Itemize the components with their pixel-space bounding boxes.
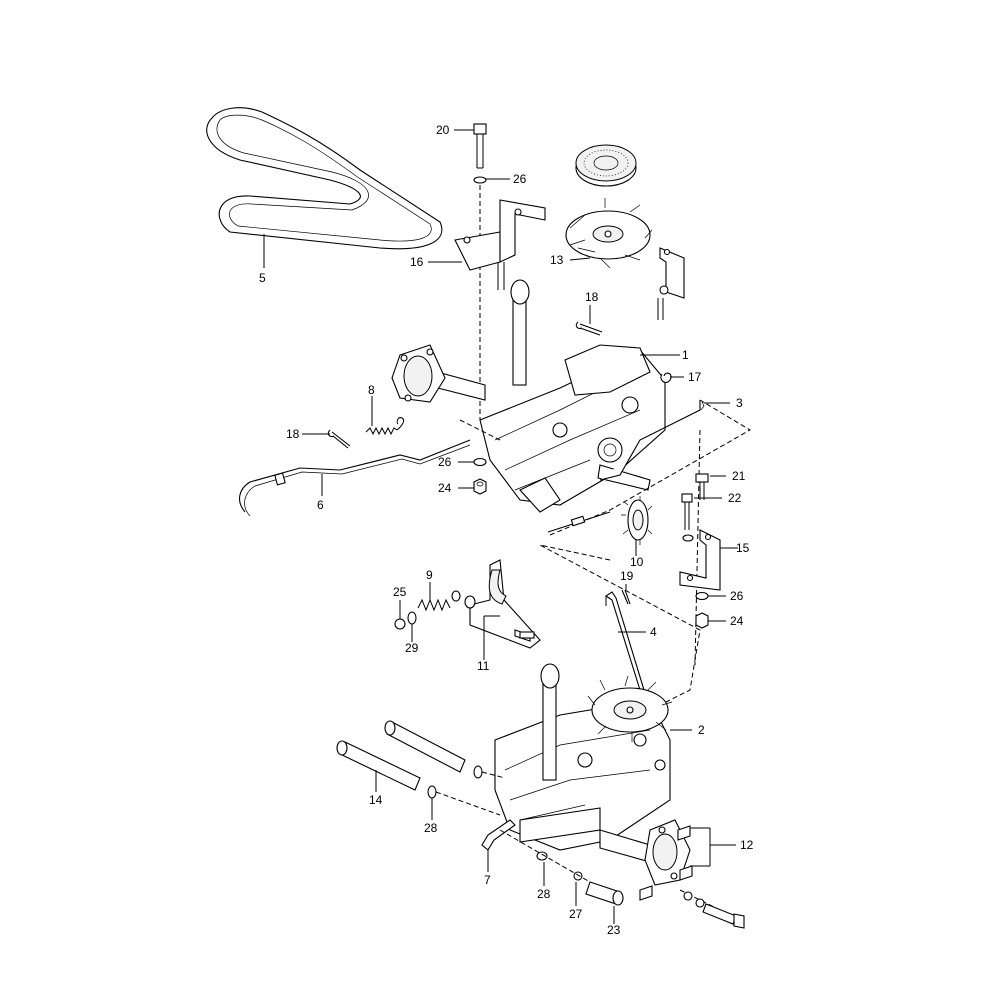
lower-control-rod (481, 819, 516, 851)
leader-lines (263, 129, 738, 924)
hub-bolt (702, 903, 745, 929)
callout-11: 11 (477, 659, 490, 673)
callout-7: 7 (484, 873, 491, 887)
callout-10: 10 (630, 555, 644, 569)
callout-6: 6 (317, 498, 324, 512)
washer-hub-a (683, 891, 693, 901)
callout-27: 27 (569, 907, 583, 921)
callout-18-top: 18 (585, 290, 599, 304)
callout-26-right: 26 (730, 589, 744, 603)
cotter-pin-left (327, 429, 351, 449)
bolt-22 (681, 493, 693, 530)
cotter-pin-top (575, 321, 603, 336)
assembly-axis-tube-a (435, 791, 501, 816)
callout-26-top: 26 (513, 172, 527, 186)
callout-9: 9 (426, 568, 433, 582)
callout-13: 13 (550, 253, 564, 267)
pulley (575, 144, 637, 187)
washer-29 (407, 611, 417, 625)
nut-mid (473, 478, 487, 495)
control-lever (464, 559, 541, 649)
cable-ferrule (570, 515, 586, 527)
washer-9 (451, 590, 461, 602)
callout-17: 17 (688, 370, 702, 384)
sprocket (621, 496, 653, 545)
control-rod (239, 439, 471, 517)
bolt-upper (473, 123, 487, 169)
fan-lower (587, 675, 673, 742)
callout-24-mid: 24 (438, 481, 452, 495)
callout-8: 8 (368, 383, 375, 397)
callout-24-right: 24 (730, 614, 744, 628)
axle-hub-upper (391, 344, 486, 403)
callout-26-mid: 26 (438, 455, 452, 469)
callout-19: 19 (620, 569, 634, 583)
callout-28-left: 28 (424, 821, 438, 835)
washer-lower-28 (536, 851, 548, 861)
washer-lower-right (695, 591, 709, 601)
support-bracket (679, 529, 721, 591)
hair-pin (621, 589, 631, 605)
assembly-axis-linkage (539, 544, 701, 711)
fan-side-bracket (657, 247, 685, 320)
washer-lower-27 (573, 871, 583, 881)
callout-23: 23 (607, 923, 621, 937)
callout-14: 14 (369, 793, 383, 807)
washer-tube-a (427, 785, 437, 799)
callout-5: 5 (259, 271, 266, 285)
compression-spring (417, 598, 451, 612)
callout-18-left: 18 (286, 427, 300, 441)
cooling-fan (565, 198, 653, 269)
linkage-rod (605, 591, 645, 691)
nut-25 (394, 618, 406, 630)
washer-upper (473, 176, 487, 184)
callout-25: 25 (393, 585, 407, 599)
callout-28-lower: 28 (537, 887, 551, 901)
assembly-axis-tube-b (481, 771, 506, 779)
callout-16: 16 (410, 255, 424, 269)
axle-pin (585, 881, 624, 906)
extension-spring (365, 417, 405, 436)
callout-2: 2 (698, 723, 705, 737)
bypass-rod (599, 400, 705, 481)
transaxle-upper (479, 279, 666, 513)
washer-hub-b (695, 898, 705, 908)
callout-1: 1 (682, 348, 689, 362)
drive-belt (206, 107, 443, 250)
callout-29: 29 (405, 641, 419, 655)
hydraulic-tube-long (336, 740, 421, 791)
clip-small (660, 372, 672, 383)
washer-22 (682, 534, 694, 542)
transaxle-lower (494, 663, 671, 851)
callout-12: 12 (740, 838, 754, 852)
callout-labels: 5 20 26 16 13 18 1 17 3 8 18 6 26 24 21 … (259, 123, 754, 937)
assembly-axis-right (694, 429, 701, 666)
wheel-studs (639, 825, 693, 901)
washer-mid (473, 457, 487, 467)
callout-22: 22 (728, 491, 742, 505)
assembly-axis-lower (499, 829, 591, 883)
callout-21: 21 (732, 469, 746, 483)
callout-15: 15 (736, 541, 750, 555)
callout-3: 3 (736, 396, 743, 410)
hydraulic-tube-short (384, 720, 466, 773)
nut-lower-right (695, 612, 709, 629)
callout-20: 20 (436, 123, 450, 137)
washer-tube-b (473, 765, 483, 779)
screw-21 (695, 473, 709, 500)
mounting-bracket (454, 199, 546, 290)
callout-4: 4 (650, 625, 657, 639)
